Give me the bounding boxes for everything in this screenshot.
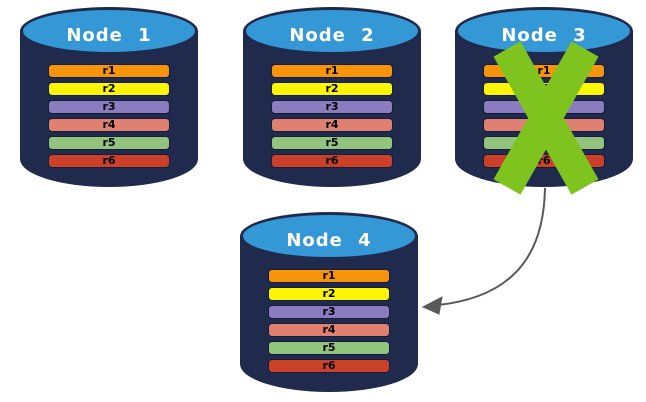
cylinder-top — [455, 7, 633, 55]
record-bar-r1: r1 — [271, 64, 393, 78]
node-4: Node 4 r1 r2 r3 r4 r5 r6 — [240, 212, 418, 392]
node-title: Node 4 — [286, 230, 372, 251]
node-2: Node 2 r1 r2 r3 r4 r5 r6 — [243, 7, 421, 187]
record-bar-r3: r3 — [48, 100, 170, 114]
record-label: r4 — [325, 118, 339, 131]
record-list: r1 r2 r3 r4 r5 r6 — [271, 64, 393, 172]
record-bar-r6: r6 — [48, 154, 170, 168]
record-bar-r4: r4 — [48, 118, 170, 132]
record-bar-r2: r2 — [48, 82, 170, 96]
record-bar-r6: r6 — [271, 154, 393, 168]
record-label: r3 — [325, 100, 339, 113]
record-label: r6 — [325, 154, 339, 167]
record-bar-r4: r4 — [268, 323, 390, 337]
record-label: r4 — [102, 118, 116, 131]
record-label: r5 — [325, 136, 339, 149]
record-bar-r5: r5 — [268, 341, 390, 355]
record-label: r5 — [322, 341, 336, 354]
record-label: r5 — [102, 136, 116, 149]
cylinder-top — [240, 212, 418, 260]
record-bar-r1: r1 — [268, 269, 390, 283]
record-bar-r5: r5 — [48, 136, 170, 150]
record-bar-r3: r3 — [268, 305, 390, 319]
node-1: Node 1 r1 r2 r3 r4 r5 r6 — [20, 7, 198, 187]
failover-arrowhead — [421, 296, 443, 315]
record-label: r2 — [322, 287, 336, 300]
record-label: r6 — [102, 154, 116, 167]
failure-x-icon — [493, 41, 599, 195]
record-bar-r4: r4 — [271, 118, 393, 132]
record-bar-r1: r1 — [48, 64, 170, 78]
node-title: Node 3 — [501, 25, 587, 46]
record-label: r2 — [102, 82, 116, 95]
record-label: r2 — [325, 82, 339, 95]
record-label: r1 — [325, 64, 339, 77]
record-bar-r6: r6 — [268, 359, 390, 373]
record-label: r1 — [322, 269, 336, 282]
record-label: r6 — [322, 359, 336, 372]
record-label: r3 — [102, 100, 116, 113]
record-list: r1 r2 r3 r4 r5 r6 — [268, 269, 390, 377]
node-title: Node 1 — [66, 25, 152, 46]
failover-arrow-line — [437, 187, 546, 306]
record-bar-r3: r3 — [271, 100, 393, 114]
cylinder-top — [20, 7, 198, 55]
record-label: r1 — [537, 64, 551, 77]
record-list: r1 r2 r3 r4 r5 r6 — [48, 64, 170, 172]
cylinder-top — [243, 7, 421, 55]
record-label: r4 — [322, 323, 336, 336]
record-bar-r2: r2 — [271, 82, 393, 96]
record-bar-r2: r2 — [268, 287, 390, 301]
node-title: Node 2 — [289, 25, 375, 46]
record-label: r1 — [102, 64, 116, 77]
record-label: r3 — [322, 305, 336, 318]
record-bar-r5: r5 — [271, 136, 393, 150]
